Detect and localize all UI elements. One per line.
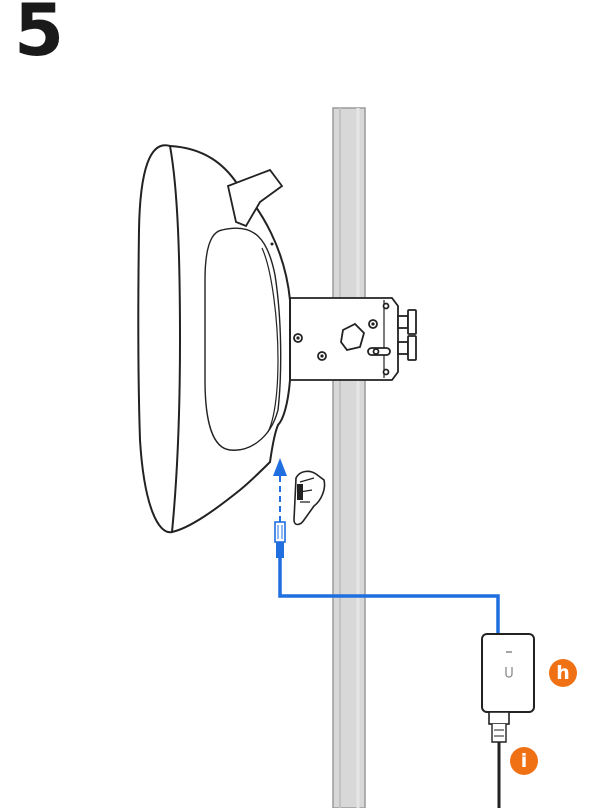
power-cord <box>488 711 510 808</box>
ethernet-cable <box>278 558 500 636</box>
mounting-bracket <box>289 297 417 381</box>
step-number: 5 <box>14 0 64 72</box>
ethernet-connector <box>274 521 286 558</box>
poe-adapter <box>481 633 535 713</box>
callout-h: h <box>549 659 577 687</box>
cable-clip <box>293 470 326 526</box>
mounting-pole <box>332 107 366 808</box>
callout-i: i <box>510 747 538 775</box>
antenna-dish <box>137 144 291 534</box>
insert-arrow <box>273 458 287 522</box>
